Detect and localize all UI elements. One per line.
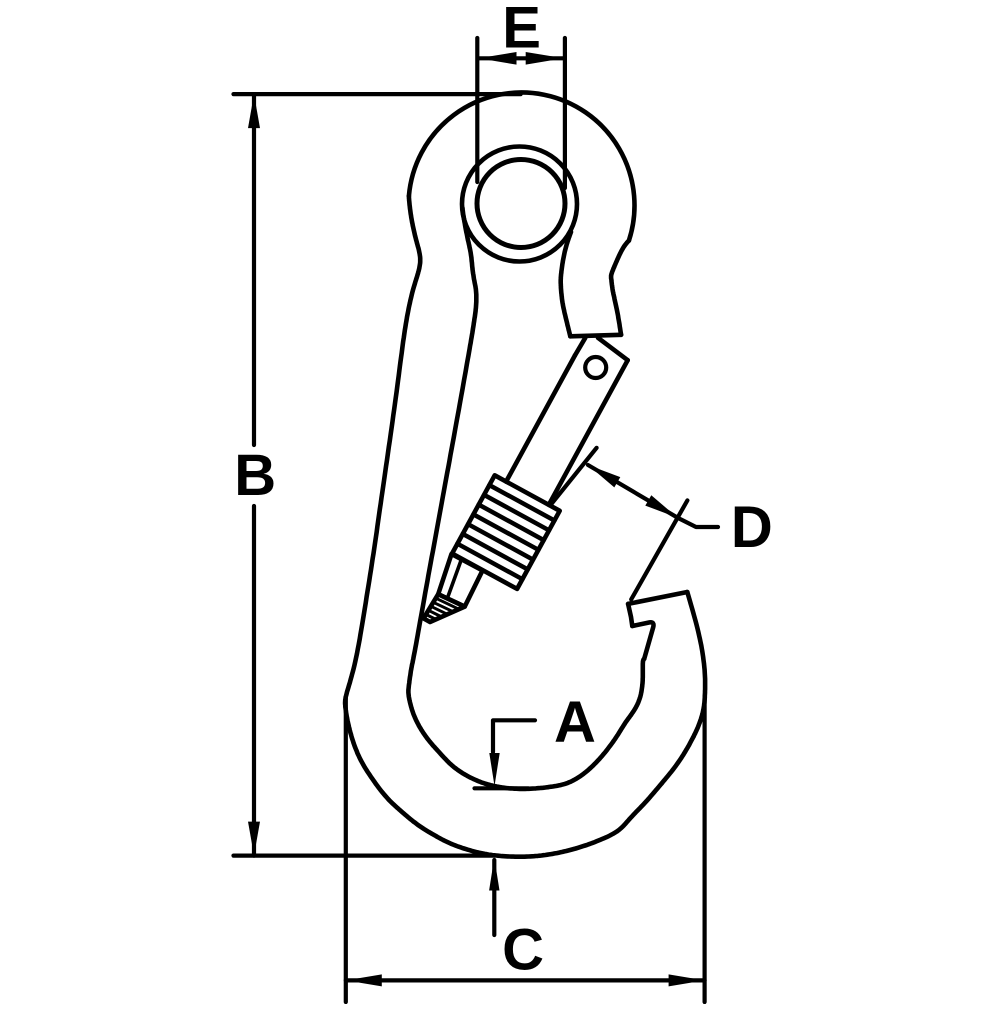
svg-text:C: C [502,917,544,982]
svg-text:B: B [234,443,276,508]
svg-text:E: E [502,0,541,61]
svg-text:D: D [731,495,773,560]
svg-text:A: A [554,690,596,755]
